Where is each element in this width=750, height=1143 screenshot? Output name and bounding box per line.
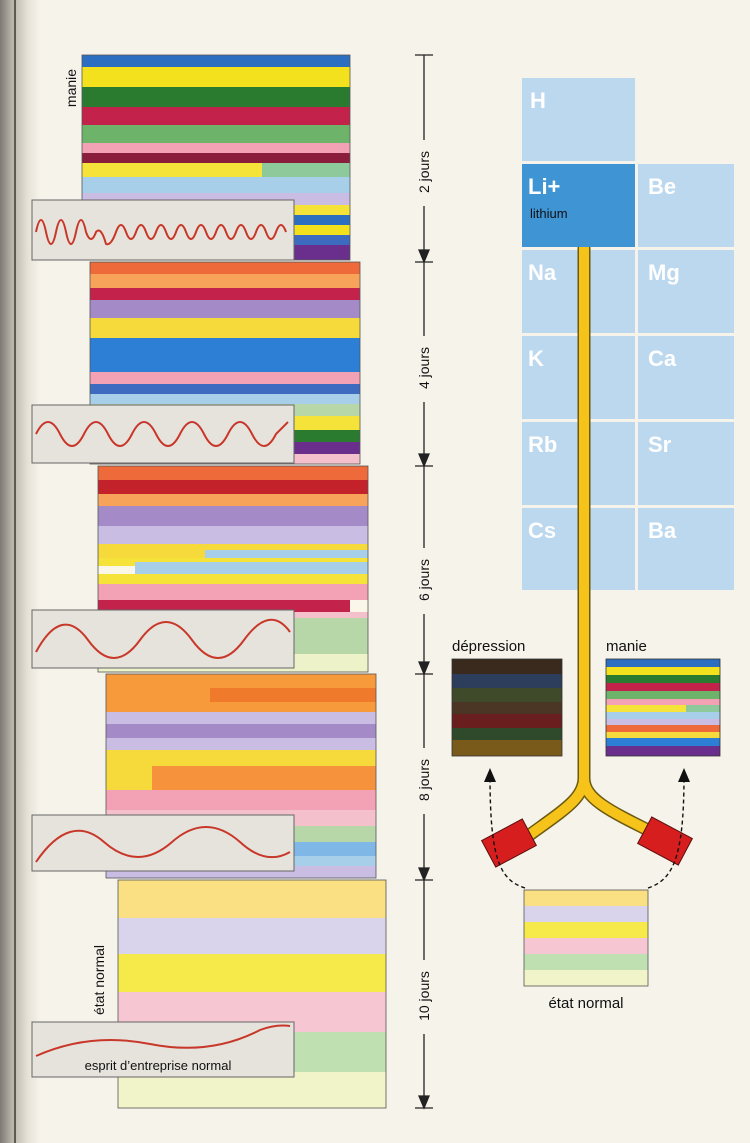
arrow-to-mania — [647, 775, 685, 889]
wave-caption: esprit d’entreprise normal — [85, 1058, 232, 1073]
pt-symbol-h: H — [530, 88, 546, 113]
wave-line-2 — [35, 421, 289, 447]
pt-cell-sr — [638, 422, 734, 505]
pt-symbol-ba: Ba — [648, 518, 677, 543]
pt-symbol-sr: Sr — [648, 432, 672, 457]
wave-line-1 — [35, 219, 287, 246]
mania-box: manie — [605, 638, 721, 757]
mania-label: manie — [606, 638, 647, 655]
pt-symbol-ca: Ca — [648, 346, 677, 371]
stack-label-normal: état normal — [91, 945, 107, 1015]
duration-label-3: 6 jours — [416, 559, 432, 601]
wave-panel-1 — [31, 199, 295, 261]
dashed-arrows — [489, 775, 685, 889]
pt-symbol-be: Be — [648, 174, 676, 199]
pt-symbol-na: Na — [528, 260, 557, 285]
pt-symbol-cs: Cs — [528, 518, 556, 543]
arrowhead-depression — [484, 768, 496, 782]
pt-symbol-li: Li+ — [528, 174, 560, 199]
normal-state-label: état normal — [548, 995, 623, 1012]
duration-label-1: 2 jours — [416, 151, 432, 193]
pt-symbol-mg: Mg — [648, 260, 680, 285]
wave-line-5 — [35, 1024, 291, 1057]
pt-symbol-k: K — [528, 346, 544, 371]
arrow-to-depression — [489, 775, 526, 889]
wave-panel-4 — [31, 814, 295, 872]
duration-label-4: 8 jours — [416, 759, 432, 801]
pt-sublabel-lithium: lithium — [530, 206, 568, 221]
duration-labels: 2 jours 4 jours 6 jours 8 jours 10 jours — [416, 140, 432, 1034]
wave-line-3 — [35, 618, 291, 659]
depression-label: dépression — [452, 638, 525, 655]
wave-line-4 — [35, 826, 291, 863]
wave-panel-2 — [31, 404, 295, 464]
book-spine-edge — [14, 0, 16, 1143]
pt-cell-ba — [638, 508, 734, 590]
valve-left — [480, 818, 538, 868]
normal-state-box: état normal — [523, 889, 649, 1012]
pt-cell-be — [638, 164, 734, 247]
stack-label-mania: manie — [63, 69, 79, 107]
valve-right — [636, 816, 694, 866]
pt-cell-h — [522, 78, 635, 161]
duration-label-2: 4 jours — [416, 347, 432, 389]
pt-cell-ca — [638, 336, 734, 419]
duration-label-5: 10 jours — [416, 971, 432, 1021]
wave-panel-3 — [31, 609, 295, 669]
pt-cell-li — [522, 164, 635, 247]
wave-panel-5: esprit d’entreprise normal — [31, 1021, 295, 1078]
depression-box: dépression — [451, 638, 563, 757]
arrowhead-mania — [678, 768, 690, 782]
pt-symbol-rb: Rb — [528, 432, 557, 457]
periodic-table: H Li+ lithium Be Na Mg K Ca Rb Sr Cs Ba — [522, 78, 734, 590]
pt-cell-mg — [638, 250, 734, 333]
